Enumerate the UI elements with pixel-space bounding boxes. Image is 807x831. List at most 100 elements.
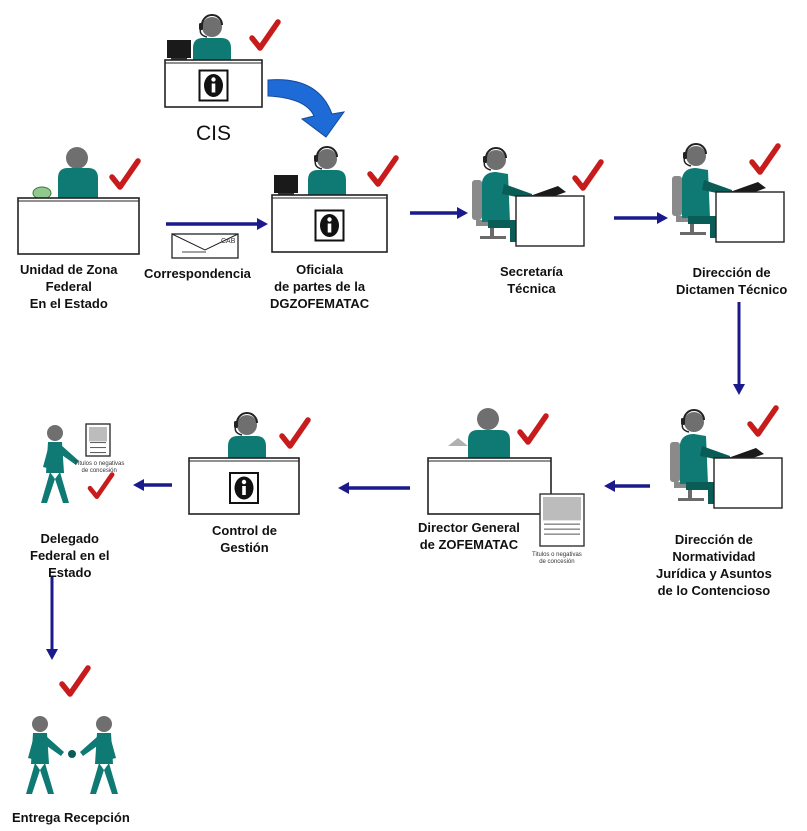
info-stem bbox=[242, 486, 246, 495]
check-icon bbox=[517, 413, 549, 445]
check-icon bbox=[572, 159, 604, 191]
label-line: Jurídica y Asuntos bbox=[656, 566, 772, 581]
person-head bbox=[477, 408, 499, 430]
label-line: Control de bbox=[212, 523, 277, 538]
dictamen-tecnico-label: Dirección de Dictamen Técnico bbox=[676, 264, 787, 298]
headset-icon bbox=[485, 147, 507, 159]
label-line: Federal en el bbox=[30, 548, 110, 563]
label-line: de lo Contencioso bbox=[657, 583, 771, 598]
handshake-icon bbox=[68, 750, 76, 758]
chair-base bbox=[480, 236, 506, 239]
unidad-zona-federal-label: Unidad de Zona Federal En el Estado bbox=[20, 261, 118, 312]
director-desk bbox=[427, 457, 552, 515]
label-line: Técnica bbox=[507, 281, 556, 296]
lamp-icon bbox=[448, 438, 468, 446]
arrow-control-delegado-head bbox=[133, 479, 144, 491]
monitor-icon bbox=[274, 175, 298, 193]
person-torso bbox=[228, 436, 266, 460]
check-icon bbox=[279, 417, 311, 449]
label-line: de partes de la bbox=[274, 279, 366, 294]
info-icon bbox=[198, 69, 229, 102]
person-torso bbox=[468, 430, 510, 462]
person-torso bbox=[58, 168, 98, 200]
person-legs bbox=[686, 482, 716, 504]
correspondencia-label: Correspondencia bbox=[144, 266, 251, 281]
headset-icon bbox=[316, 146, 338, 158]
person-head bbox=[66, 147, 88, 169]
person-torso bbox=[682, 168, 710, 218]
person-leg bbox=[40, 763, 54, 794]
person-leg bbox=[104, 763, 118, 794]
chair-back bbox=[670, 442, 680, 482]
delegado-doc-caption: Títulos o negativas de concesión bbox=[74, 461, 124, 475]
label-line: Gestión bbox=[220, 540, 269, 555]
info-icon bbox=[314, 209, 345, 242]
chair-base bbox=[680, 232, 706, 235]
info-dot bbox=[241, 479, 247, 485]
headset-ear bbox=[681, 418, 685, 425]
label-line: Secretaría bbox=[500, 264, 563, 279]
control-workstation-desk bbox=[188, 457, 300, 515]
person-torso bbox=[482, 172, 510, 222]
caption-line: Titulos o negativas bbox=[532, 552, 582, 558]
control-workstation bbox=[228, 412, 266, 460]
label-line: Unidad de Zona bbox=[20, 262, 118, 277]
person-arm bbox=[106, 736, 116, 759]
receiver-figure bbox=[80, 716, 118, 794]
person-legs bbox=[488, 220, 518, 242]
director-workstation bbox=[448, 408, 510, 462]
person-head bbox=[237, 415, 257, 435]
director-doc-caption: Titulos o negativas de concesión bbox=[532, 552, 582, 566]
cis-workstation bbox=[167, 14, 231, 62]
arrow-unidad-oficiala-head bbox=[257, 218, 268, 230]
giver-figure bbox=[26, 716, 64, 794]
check-icon bbox=[747, 405, 779, 437]
check-icon bbox=[87, 472, 115, 500]
person-arm bbox=[44, 736, 64, 756]
arrow-director-control-head bbox=[338, 482, 349, 494]
chair-base bbox=[678, 498, 704, 501]
document-image bbox=[543, 497, 581, 521]
envelope-body bbox=[171, 233, 239, 259]
person-leg bbox=[41, 472, 55, 503]
check-icon bbox=[249, 19, 281, 51]
control-gestion-label: Control de Gestión bbox=[212, 522, 277, 556]
label-line: de ZOFEMATAC bbox=[419, 537, 519, 552]
monitor-icon bbox=[167, 40, 191, 58]
arrow-dictamen-normatividad-head bbox=[733, 384, 745, 395]
info-icon bbox=[229, 472, 259, 504]
label-line: DGZOFEMATAC bbox=[270, 296, 370, 311]
label-line: Dictamen Técnico bbox=[676, 282, 788, 297]
person-head bbox=[32, 716, 48, 732]
cis-workstation-desk bbox=[164, 59, 263, 108]
person-torso bbox=[680, 434, 708, 484]
chair-back bbox=[672, 176, 682, 216]
envelope-text: CAB bbox=[221, 238, 236, 245]
chair-post bbox=[490, 226, 494, 236]
person-legs bbox=[688, 216, 718, 238]
director-general-label: Director General de ZOFEMATAC bbox=[418, 519, 520, 553]
person-head bbox=[686, 146, 706, 166]
secretaria-workstation bbox=[472, 147, 585, 247]
headset-ear bbox=[234, 421, 238, 428]
headset-icon bbox=[685, 143, 707, 155]
person-head bbox=[202, 17, 222, 37]
envelope-flap bbox=[171, 233, 239, 251]
envelope-icon bbox=[171, 233, 239, 259]
person-torso bbox=[193, 38, 231, 62]
label-line: Oficiala bbox=[296, 262, 344, 277]
person-leg bbox=[26, 763, 40, 794]
label-line: Dirección de bbox=[674, 532, 753, 547]
check-icon bbox=[367, 155, 399, 187]
oficiala-workstation-desk bbox=[271, 194, 388, 253]
person-arm bbox=[28, 736, 38, 759]
dictamen-workstation bbox=[672, 143, 785, 243]
person-torso bbox=[308, 170, 346, 197]
info-stem bbox=[327, 223, 332, 233]
delegado-federal-label: Delegado Federal en el Estado bbox=[30, 530, 109, 581]
info-dot bbox=[327, 217, 332, 222]
person-head bbox=[684, 412, 704, 432]
caption-line: de concesión bbox=[81, 468, 117, 474]
